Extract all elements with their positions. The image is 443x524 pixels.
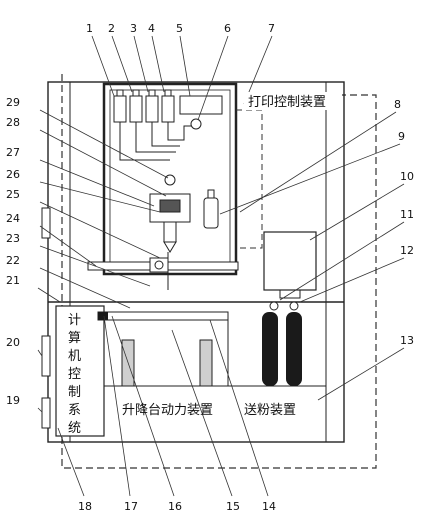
callout-6: 6 xyxy=(224,22,231,35)
lift-frame xyxy=(103,319,229,387)
callout-1: 1 xyxy=(86,22,93,35)
callout-13: 13 xyxy=(400,334,414,347)
callout-28: 28 xyxy=(6,116,20,129)
outlet-11 xyxy=(269,301,279,311)
build-plate-edge xyxy=(98,312,108,320)
computer-control-char-4: 控 xyxy=(68,367,81,382)
computer-control-label: 计 算 机 控 制 系 统 xyxy=(68,313,81,436)
callout-21: 21 xyxy=(6,274,20,287)
computer-control-char-7: 统 xyxy=(68,421,81,436)
cartridge-group xyxy=(113,89,223,123)
lift-column-right xyxy=(199,339,213,387)
callout-22: 22 xyxy=(6,254,20,267)
cartridge-2 xyxy=(129,95,143,123)
main-cabinet xyxy=(47,81,345,443)
cartridge-cap-4 xyxy=(164,89,172,97)
callout-4: 4 xyxy=(148,22,155,35)
cartridge-cap-2 xyxy=(132,89,140,97)
powder-box-neck xyxy=(279,290,301,299)
cylinder-9-cap xyxy=(207,189,215,199)
callout-27: 27 xyxy=(6,146,20,159)
powder-feed-label: 送粉装置 xyxy=(244,403,296,418)
cartridge-cap-3 xyxy=(148,89,156,97)
computer-control-char-3: 机 xyxy=(68,349,81,364)
callout-16: 16 xyxy=(168,500,182,513)
callout-26: 26 xyxy=(6,168,20,181)
cartridge-3 xyxy=(145,95,159,123)
callout-15: 15 xyxy=(226,500,240,513)
nozzle-tip xyxy=(163,221,177,243)
build-plate xyxy=(97,311,229,321)
callout-23: 23 xyxy=(6,232,20,245)
gas-cylinder-left xyxy=(262,312,278,386)
side-knob-top xyxy=(41,207,51,239)
computer-control-char-6: 系 xyxy=(68,403,81,418)
print-control-label-bg xyxy=(244,92,342,110)
callout-9: 9 xyxy=(398,130,405,143)
callout-14: 14 xyxy=(262,500,276,513)
callout-24: 24 xyxy=(6,212,20,225)
callout-numbers: 1 2 3 4 5 6 7 8 9 10 11 12 13 14 15 16 1… xyxy=(6,22,414,513)
valve-29 xyxy=(164,174,176,186)
cartridge-1 xyxy=(113,95,127,123)
computer-control-char-5: 制 xyxy=(68,385,81,400)
print-control-label: 打印控制装置 xyxy=(248,95,326,110)
cartridge-4 xyxy=(161,95,175,123)
lift-power-label: 升降台动力装置 xyxy=(122,403,213,418)
outlet-12 xyxy=(289,301,299,311)
side-knob-20 xyxy=(41,335,51,377)
cartridge-cap-1 xyxy=(116,89,124,97)
callout-29: 29 xyxy=(6,96,20,109)
callout-3: 3 xyxy=(130,22,137,35)
gas-cylinder-right xyxy=(286,312,302,386)
callout-19: 19 xyxy=(6,394,20,407)
callout-11: 11 xyxy=(400,208,414,221)
callout-25: 25 xyxy=(6,188,20,201)
pump-unit xyxy=(179,95,223,115)
callout-20: 20 xyxy=(6,336,20,349)
callout-2: 2 xyxy=(108,22,115,35)
outer-dashed-boundary xyxy=(61,74,377,469)
print-head-core xyxy=(159,199,181,213)
print-control-dashed xyxy=(236,109,263,249)
print-chamber xyxy=(102,82,238,276)
feed-tubes xyxy=(119,122,200,161)
callout-7: 7 xyxy=(268,22,275,35)
callout-10: 10 xyxy=(400,170,414,183)
nozzle-point xyxy=(163,241,177,253)
callout-17: 17 xyxy=(124,500,138,513)
callout-18: 18 xyxy=(78,500,92,513)
computer-control-panel xyxy=(55,305,105,437)
cylinder-9 xyxy=(203,197,219,229)
valve-6 xyxy=(190,118,202,130)
callout-5: 5 xyxy=(176,22,183,35)
powder-box-10 xyxy=(263,231,317,291)
computer-control-char-2: 算 xyxy=(68,331,81,346)
callout-8: 8 xyxy=(394,98,401,111)
callout-12: 12 xyxy=(400,244,414,257)
computer-control-char-1: 计 xyxy=(68,313,81,328)
side-knob-19 xyxy=(41,397,51,429)
rail-motor xyxy=(154,260,164,270)
